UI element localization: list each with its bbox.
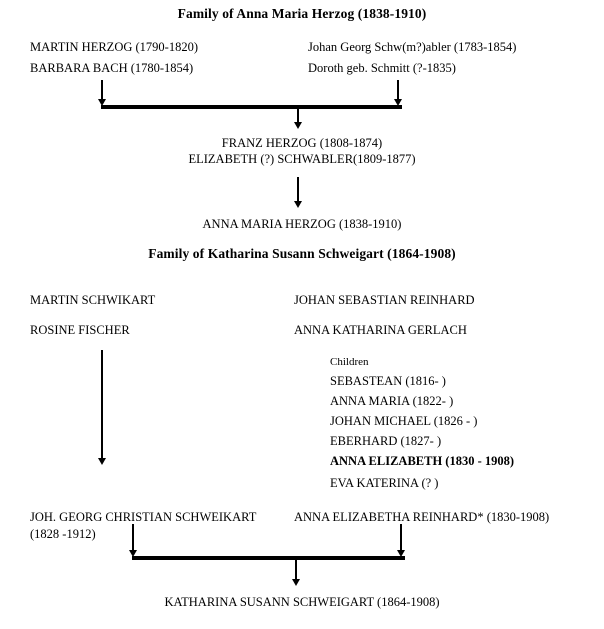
section2-left-descent-line [101,350,103,460]
section1-descendant-line [297,177,299,203]
section1-descendant: ANNA MARIA HERZOG (1838-1910) [202,217,402,231]
section1-couple-line-2: ELIZABETH (?) SCHWABLER(1809-1877) [188,152,416,166]
section2-union-bar [132,556,405,560]
section1-union-bar [101,105,402,109]
child-item-3: JOHAN MICHAEL (1826 - ) [330,414,478,428]
section1-right-connector-line [397,80,399,100]
section1-title: Family of Anna Maria Herzog (1838-1910) [177,6,427,21]
section2-left-parent-2: ROSINE FISCHER [30,323,130,337]
section2-union-down-line [295,559,298,581]
section2-union-down-arrowhead [292,579,300,586]
section1-right-parent-2: Doroth geb. Schmitt (?-1835) [308,61,456,75]
section2-left-union-arrowhead [128,550,137,557]
section2-couple-left-line-1: JOH. GEORG CHRISTIAN SCHWEIKART [30,510,257,524]
section2-right-union-line [400,524,402,552]
section1-right-connector-arrowhead [393,99,402,106]
section2-left-union-line [132,524,134,552]
section2-couple-right: ANNA ELIZABETHA REINHARD* (1830-1908) [294,510,550,524]
section2-descendant: KATHARINA SUSANN SCHWEIGART (1864-1908) [164,595,440,609]
section1-left-connector-line [101,80,103,100]
section1-left-parent-1: MARTIN HERZOG (1790-1820) [30,40,198,54]
child-item-6: EVA KATERINA (? ) [330,476,439,490]
section1-union-down-arrowhead [294,122,302,129]
section1-descendant-arrowhead [293,201,302,208]
children-label: Children [330,356,369,368]
section2-right-union-arrowhead [396,550,405,557]
section2-couple-left-line-2: (1828 -1912) [30,527,96,541]
child-item-4: EBERHARD (1827- ) [330,434,442,448]
section2-left-descent-arrowhead [97,458,106,465]
child-item-2: ANNA MARIA (1822- ) [330,394,454,408]
section2-right-parent-2: ANNA KATHARINA GERLACH [294,323,467,337]
child-item-1: SEBASTEAN (1816- ) [330,374,446,388]
child-item-5: ANNA ELIZABETH (1830 - 1908) [330,454,515,468]
section1-left-connector-arrowhead [97,99,106,106]
section1-right-parent-1: Johan Georg Schw(m?)abler (1783-1854) [308,40,517,54]
section2-left-parent-1: MARTIN SCHWIKART [30,293,156,307]
section1-union-down-line [297,108,300,124]
section2-title: Family of Katharina Susann Schweigart (1… [148,246,456,261]
section1-couple-line-1: FRANZ HERZOG (1808-1874) [221,136,383,150]
section1-left-parent-2: BARBARA BACH (1780-1854) [30,61,194,75]
section2-right-parent-1: JOHAN SEBASTIAN REINHARD [294,293,475,307]
